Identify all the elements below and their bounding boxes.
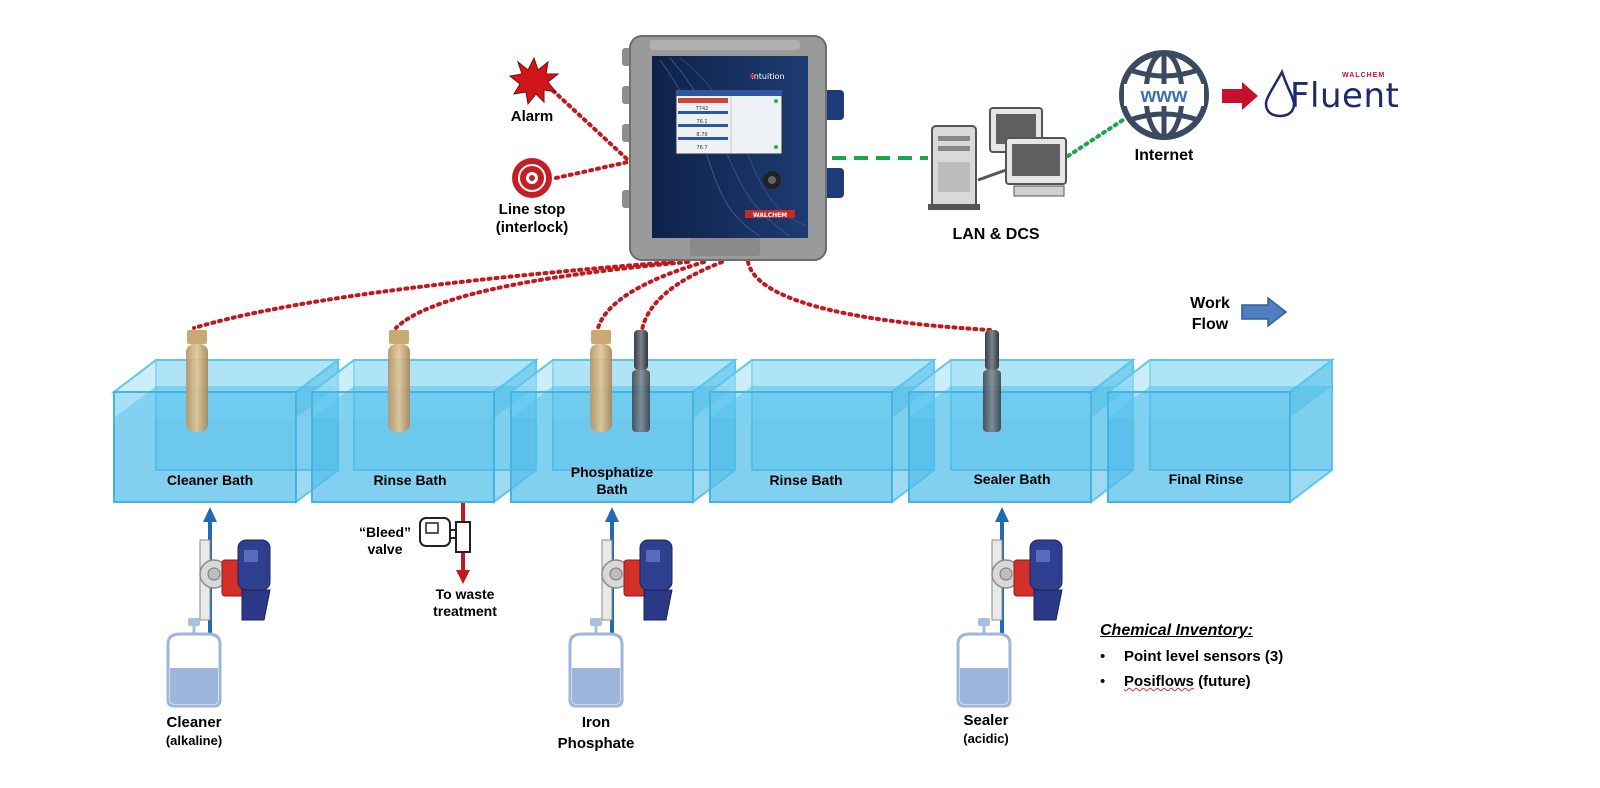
- chemical-label-sealer: Sealer(acidic): [963, 712, 1009, 746]
- metering-pump-3: [991, 539, 1063, 621]
- ph-probe-2: [983, 330, 1001, 432]
- bleed-label-2: valve: [367, 541, 403, 557]
- probes: [186, 330, 1001, 432]
- waste-label: To waste treatment: [420, 586, 510, 620]
- metering-pump-2: [601, 539, 673, 621]
- conductivity-probe-1: [186, 330, 208, 432]
- bleed-valve-icon: [419, 503, 471, 584]
- droplet-icon: [1264, 68, 1296, 118]
- conductivity-probe-3: [590, 330, 612, 432]
- phos-probe-wire: [596, 260, 706, 330]
- line-stop-icon: [512, 158, 552, 198]
- internet-link: [1066, 116, 1128, 158]
- metering-pump-1: [199, 539, 271, 621]
- inventory-title: Chemical Inventory:: [1100, 622, 1253, 639]
- tank-row: [111, 357, 1335, 505]
- bleed-label-1: “Bleed”: [358, 524, 412, 540]
- workflow-arrow-icon: [1241, 296, 1288, 328]
- sealer-probe-wire: [746, 260, 992, 332]
- line-stop-label: Line stop (interlock): [480, 201, 584, 237]
- controller-maker: WALCHEM: [753, 212, 787, 219]
- conductivity-probe-2: [388, 330, 410, 432]
- arrow-right-icon: [1222, 82, 1258, 110]
- fluent-brand: WALCHEM: [1342, 72, 1386, 79]
- waste-label-1: To waste: [435, 586, 495, 602]
- workflow-line1: Work: [1190, 295, 1230, 312]
- line-stop-sub: (interlock): [495, 219, 569, 236]
- chemical-label-cleaner: Cleaner(alkaline): [165, 714, 223, 748]
- tank-5: [906, 357, 1136, 505]
- tank-6: [1105, 357, 1335, 505]
- tank-4: [707, 357, 937, 505]
- bleed-valve-label: “Bleed” valve: [350, 524, 420, 558]
- phos-ph-wire: [640, 260, 724, 332]
- workflow-line2: Flow: [1191, 316, 1229, 333]
- inventory-item: Posiflows (future): [1100, 673, 1283, 690]
- inventory-item: Point level sensors (3): [1100, 648, 1283, 665]
- workflow-label: Work Flow: [1180, 293, 1240, 335]
- alarm-icon: [508, 56, 560, 106]
- chemical-tank-cleaner: [166, 616, 222, 708]
- globe-icon: www: [1119, 50, 1209, 140]
- alarm-label: Alarm: [510, 108, 554, 125]
- screen-reading-2: 76.1: [696, 119, 707, 125]
- tank-label: Rinse Bath: [769, 472, 843, 488]
- tank-label: Final Rinse: [1168, 471, 1244, 487]
- screen-reading-3: 8.79: [696, 132, 707, 138]
- ph-probe-1: [632, 330, 650, 432]
- tank-label: Cleaner Bath: [166, 472, 254, 488]
- tank-label: Rinse Bath: [373, 472, 447, 488]
- screen-reading-4: 76.7: [696, 145, 707, 151]
- lan-dcs-label: LAN & DCS: [952, 226, 1040, 243]
- waste-label-2: treatment: [433, 603, 497, 619]
- line-stop-wire: [554, 160, 630, 180]
- tank-label: Sealer Bath: [973, 471, 1051, 487]
- line-stop-title: Line stop: [498, 201, 566, 218]
- screen-reading-1: 7742: [696, 106, 709, 112]
- controller-unit: 7742 76.1 8.79 76.7 intuition WALCHEM: [622, 35, 844, 261]
- cleaner-probe-wire: [192, 260, 674, 330]
- globe-text: www: [1140, 85, 1188, 107]
- computer-icon: [928, 107, 1067, 210]
- signal-wires: [192, 84, 992, 332]
- alarm-wire: [546, 84, 630, 162]
- inventory-list: Point level sensors (3) Posiflows (futur…: [1100, 648, 1283, 698]
- controller-brand: intuition: [751, 72, 784, 81]
- fluent-logo-text: Fluent: [1290, 76, 1400, 116]
- chemical-tank-phosphate: [568, 616, 624, 708]
- internet-label: Internet: [1134, 147, 1194, 164]
- rinse-probe-wire: [394, 260, 690, 330]
